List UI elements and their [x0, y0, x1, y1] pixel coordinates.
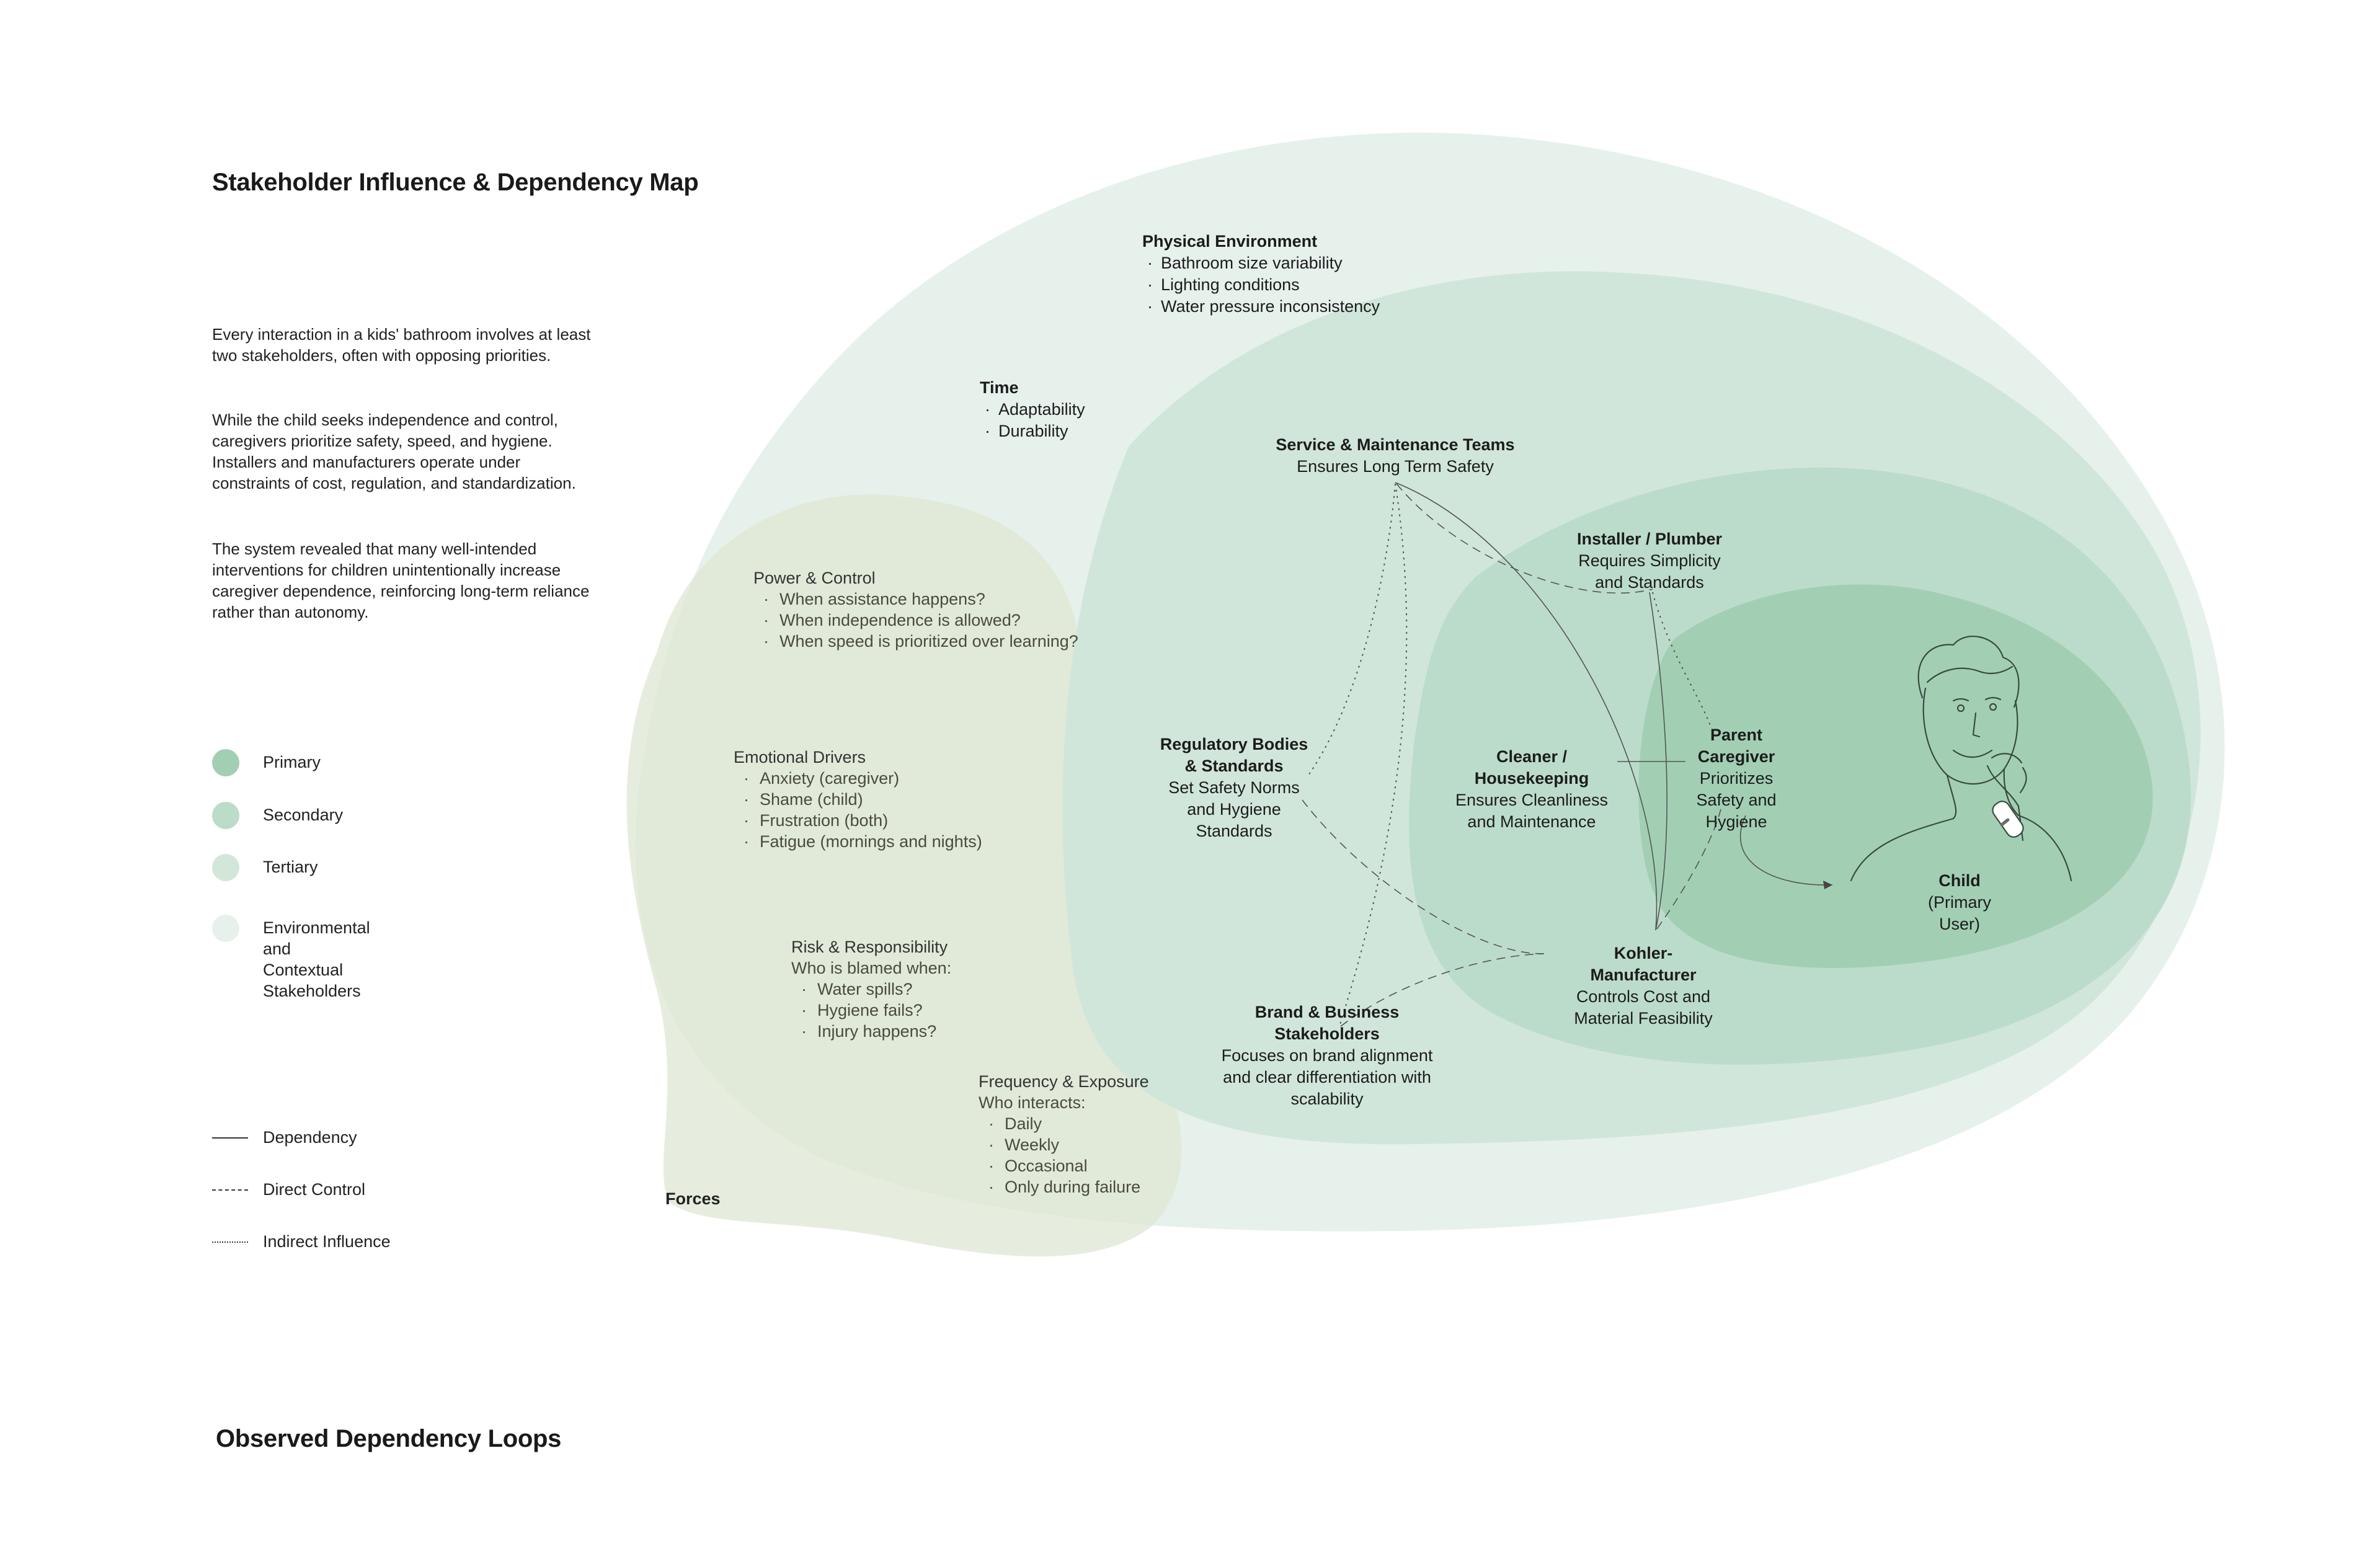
dependency-line: [1395, 482, 1658, 931]
dependency-line: [1739, 815, 1833, 886]
connection-lines: [1302, 482, 1833, 1027]
direct-control-line: [1302, 799, 1545, 954]
list-item: When independence is allowed?: [753, 610, 1078, 631]
node-desc: Requires Simplicity and Standards: [1578, 551, 1721, 592]
frequency-exposure-title: Frequency & Exposure: [979, 1072, 1149, 1091]
list-item: Durability: [980, 420, 1085, 442]
node-name: Cleaner / Housekeeping: [1474, 747, 1589, 788]
node-name: Parent Caregiver: [1697, 726, 1775, 766]
intro-paragraph-1: Every interaction in a kids' bathroom in…: [212, 325, 591, 365]
list-item: Water spills?: [791, 979, 951, 1000]
list-item: When speed is prioritized over learning?: [753, 631, 1078, 652]
kohler-manufacturer-node: Kohler- Manufacturer Controls Cost and M…: [1532, 943, 1755, 1029]
list-item: Shame (child): [734, 789, 982, 810]
list-item: Hygiene fails?: [791, 1000, 951, 1021]
node-desc: Ensures Long Term Safety: [1297, 457, 1494, 476]
node-desc: Ensures Cleanliness and Maintenance: [1455, 791, 1609, 831]
regulatory-bodies-node: Regulatory Bodies & Standards Set Safety…: [1129, 734, 1339, 842]
list-item: Anxiety (caregiver): [734, 768, 982, 789]
legend-dot-tertiary: [212, 854, 239, 881]
list-item: When assistance happens?: [753, 589, 1078, 610]
node-name: Child: [1938, 871, 1981, 890]
forces-zone: [626, 494, 1182, 1257]
legend-indirect-influence: Indirect Influence: [212, 1231, 460, 1253]
node-desc: Set Safety Norms and Hygiene Standards: [1168, 778, 1300, 840]
service-maintenance-node: Service & Maintenance Teams Ensures Long…: [1234, 434, 1556, 477]
list-item: Fatigue (mornings and nights): [734, 831, 982, 852]
legend-dot-secondary: [212, 802, 239, 829]
node-desc: Focuses on brand alignment and clear dif…: [1221, 1046, 1433, 1108]
parent-caregiver-node: Parent Caregiver Prioritizes Safety and …: [1674, 724, 1798, 833]
dependency-loops-heading: Observed Dependency Loops: [216, 1425, 562, 1452]
list-item: Only during failure: [979, 1176, 1149, 1197]
legend-dot-environmental: [212, 915, 239, 942]
power-control-group: Power & Control When assistance happens?…: [753, 567, 1078, 652]
legend-label: Tertiary: [263, 858, 318, 876]
legend-secondary: Secondary: [212, 802, 343, 829]
intro-paragraph-2: While the child seeks independence and c…: [212, 411, 576, 492]
list-item: Frustration (both): [734, 810, 982, 831]
child-illustration-icon: [1850, 636, 2072, 882]
node-desc: (Primary User): [1928, 893, 1991, 933]
power-control-title: Power & Control: [753, 569, 876, 587]
node-name: Regulatory Bodies & Standards: [1160, 735, 1308, 775]
legend-environmental: Environmental and Contextual Stakeholder…: [212, 915, 370, 1000]
direct-control-line: [1656, 809, 1721, 930]
emotional-drivers-title: Emotional Drivers: [734, 748, 866, 766]
dashed-line-icon: [212, 1189, 248, 1191]
list-item: Weekly: [979, 1134, 1149, 1155]
page-title: Stakeholder Influence & Dependency Map: [212, 169, 699, 196]
node-desc: Prioritizes Safety and Hygiene: [1696, 769, 1777, 831]
legend-direct-control: Direct Control: [212, 1179, 460, 1201]
list-item: Lighting conditions: [1142, 274, 1380, 296]
primary-zone: [1638, 584, 2153, 969]
legend-primary: Primary: [212, 749, 321, 776]
node-name: Service & Maintenance Teams: [1276, 435, 1515, 454]
brand-business-node: Brand & Business Stakeholders Focuses on…: [1172, 1002, 1482, 1110]
installer-plumber-node: Installer / Plumber Requires Simplicity …: [1532, 528, 1767, 593]
risk-responsibility-group: Risk & Responsibility Who is blamed when…: [791, 936, 951, 1042]
list-item: Water pressure inconsistency: [1142, 296, 1380, 318]
node-desc: Controls Cost and Material Feasibility: [1574, 987, 1713, 1028]
node-name: Installer / Plumber: [1576, 530, 1723, 548]
list-item: Occasional: [979, 1155, 1149, 1176]
time-title: Time: [980, 378, 1019, 397]
cleaner-housekeeping-node: Cleaner / Housekeeping Ensures Cleanline…: [1432, 746, 1631, 833]
risk-responsibility-subtitle: Who is blamed when:: [791, 959, 952, 977]
forces-label: Forces: [665, 1189, 721, 1208]
list-item: Injury happens?: [791, 1021, 951, 1042]
frequency-exposure-subtitle: Who interacts:: [979, 1093, 1086, 1112]
legend-label: Dependency: [263, 1128, 357, 1147]
legend-label: Environmental and Contextual Stakeholder…: [263, 918, 370, 1000]
list-item: Daily: [979, 1113, 1149, 1134]
frequency-exposure-group: Frequency & Exposure Who interacts: Dail…: [979, 1071, 1149, 1197]
list-item: Bathroom size variability: [1142, 252, 1380, 274]
node-name: Brand & Business Stakeholders: [1254, 1003, 1400, 1043]
emotional-drivers-group: Emotional Drivers Anxiety (caregiver) Sh…: [734, 747, 982, 852]
legend-dot-primary: [212, 749, 239, 776]
intro-paragraph-3: The system revealed that many well-inten…: [212, 540, 590, 621]
child-node: Child (Primary User): [1898, 870, 2022, 935]
dotted-line-icon: [212, 1241, 248, 1243]
legend-dependency: Dependency: [212, 1127, 460, 1149]
solid-line-icon: [212, 1137, 248, 1139]
physical-environment-title: Physical Environment: [1142, 232, 1318, 251]
direct-control-line: [1340, 953, 1545, 1027]
risk-responsibility-title: Risk & Responsibility: [791, 938, 948, 956]
list-item: Adaptability: [980, 399, 1085, 420]
dependency-line: [1649, 592, 1667, 931]
legend-label: Indirect Influence: [263, 1232, 391, 1251]
legend-label: Direct Control: [263, 1180, 366, 1199]
node-name: Kohler- Manufacturer: [1590, 944, 1697, 984]
legend-label: Secondary: [263, 806, 344, 824]
legend-tertiary: Tertiary: [212, 854, 318, 881]
time-group: Time Adaptability Durability: [980, 377, 1085, 442]
legend-label: Primary: [263, 753, 321, 771]
physical-environment-group: Physical Environment Bathroom size varia…: [1142, 231, 1380, 318]
arrow-head: [1823, 881, 1832, 889]
